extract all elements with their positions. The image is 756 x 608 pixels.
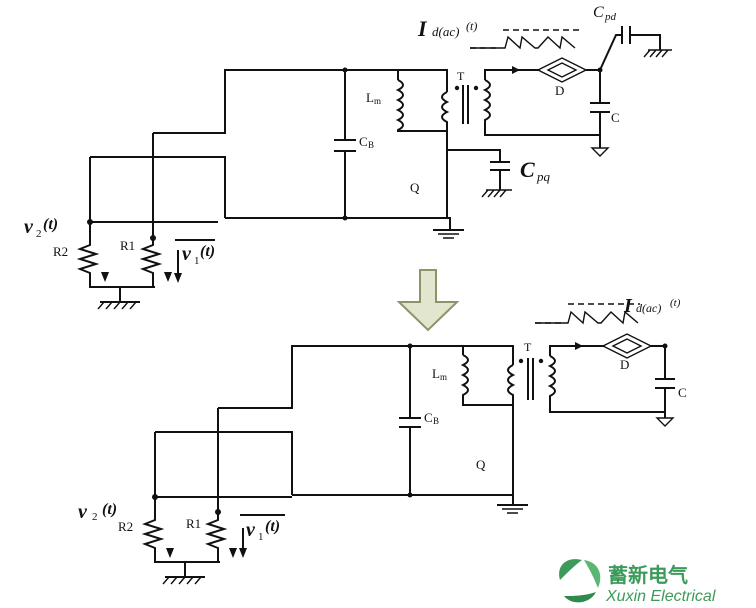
- bottom-v1-sub: 1: [258, 531, 264, 543]
- top-v2-label: v: [24, 216, 34, 238]
- top-cpd-label: C: [593, 4, 604, 21]
- bottom-v1-label: v: [246, 519, 256, 541]
- bottom-v1-t: (t): [265, 518, 280, 535]
- bottom-Lm-label: L: [432, 366, 440, 381]
- top-R1-label: R1: [120, 238, 135, 253]
- top-R2-label: R2: [53, 244, 68, 259]
- bottom-R1-label: R1: [186, 516, 201, 531]
- primary-dot-icon: [454, 85, 460, 91]
- top-Q-label: Q: [410, 180, 420, 195]
- top-v1-sub: 1: [194, 255, 200, 267]
- top-cpq-label: C: [520, 157, 535, 182]
- R1-arrow-icon: [164, 272, 172, 282]
- bottom-R2-label: R2: [118, 519, 133, 534]
- top-v2-t: (t): [43, 216, 58, 233]
- bottom-v2-t: (t): [102, 501, 117, 518]
- top-C-label: C: [611, 110, 620, 125]
- transform-arrow-icon: [396, 269, 460, 332]
- bottom-ground-C-icon: [655, 417, 675, 427]
- bottom-CB-label: C: [424, 410, 433, 425]
- current-arrow-icon: [512, 66, 520, 74]
- top-circuit: [76, 26, 672, 310]
- bottom-Q-label: Q: [476, 457, 486, 472]
- bottom-id-label: I: [623, 295, 633, 317]
- bottom-CB-sub: B: [433, 416, 439, 426]
- top-cpd-sub: pd: [604, 11, 617, 23]
- top-v2-sub: 2: [36, 228, 42, 240]
- bottom-id-sub: d(ac): [636, 301, 661, 315]
- bottom-T-label: T: [524, 340, 532, 354]
- top-Lm-label: L: [366, 90, 374, 105]
- top-cpq-sub: pq: [536, 169, 551, 184]
- secondary-dot-icon: [473, 85, 479, 91]
- R2-arrow-icon: [101, 272, 109, 282]
- top-v1-label: v: [182, 243, 192, 265]
- bottom-id-t: (t): [670, 297, 681, 309]
- ground-C-icon: [590, 147, 610, 157]
- logo-name-cn: 蓄新电气: [608, 563, 688, 587]
- bottom-circuit: [141, 303, 675, 585]
- diode-D-icon: [536, 57, 588, 83]
- bottom-Lm-sub: m: [440, 372, 447, 382]
- top-id-label: I: [417, 16, 428, 41]
- bottom-C-label: C: [678, 385, 687, 400]
- bottom-v2-label: v: [78, 501, 88, 523]
- bottom-v2-sub: 2: [92, 511, 98, 523]
- top-Lm-sub: m: [374, 96, 381, 106]
- logo-name-en: Xuxin Electrical: [605, 588, 716, 605]
- leaf-logo-icon: [559, 559, 601, 603]
- top-CB-label: C: [359, 134, 368, 149]
- bottom-D-label: D: [620, 357, 629, 372]
- bottom-diode-D-icon: [601, 333, 653, 359]
- top-id-sub: d(ac): [432, 24, 459, 39]
- top-v1-t: (t): [200, 243, 215, 260]
- top-CB-sub: B: [368, 140, 374, 150]
- top-T-label: T: [457, 69, 465, 83]
- top-D-label: D: [555, 83, 564, 98]
- company-logo: 蓄新电气 Xuxin Electrical: [559, 559, 716, 605]
- top-id-t: (t): [466, 19, 477, 33]
